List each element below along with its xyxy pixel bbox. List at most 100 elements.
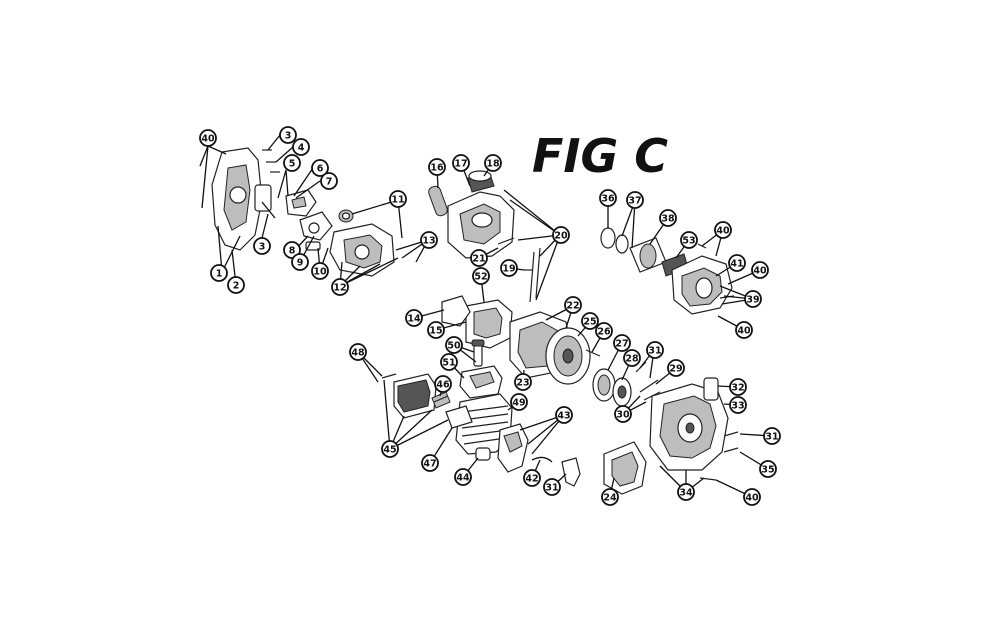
- callout-20: 20: [552, 226, 570, 244]
- parts-drawing: [211, 147, 739, 495]
- svg-text:17: 17: [454, 159, 467, 170]
- callout-30: 30: [614, 405, 632, 423]
- callout-40: 40: [735, 321, 753, 339]
- callout-23: 23: [514, 373, 532, 391]
- callout-33: 33: [729, 396, 747, 414]
- callout-31: 31: [763, 427, 781, 445]
- svg-text:34: 34: [679, 488, 693, 499]
- spring-knob: [338, 209, 354, 223]
- callout-39: 39: [744, 290, 762, 308]
- ignition-module: [497, 423, 529, 473]
- callout-29: 29: [667, 359, 685, 377]
- callout-53: 53: [680, 231, 698, 249]
- svg-text:39: 39: [746, 295, 759, 306]
- svg-text:41: 41: [730, 259, 743, 270]
- svg-text:9: 9: [297, 258, 304, 269]
- svg-text:45: 45: [383, 445, 396, 456]
- spring-clip: [561, 457, 581, 487]
- svg-text:37: 37: [628, 196, 641, 207]
- svg-text:3: 3: [259, 242, 266, 253]
- callout-40: 40: [714, 221, 732, 239]
- svg-text:15: 15: [429, 326, 442, 337]
- filter-element: [428, 185, 448, 217]
- callout-47: 47: [421, 454, 439, 472]
- svg-text:40: 40: [753, 266, 767, 277]
- callout-bubbles: 40 3 4 5 6 7 3 1 2 8 9 10 11 12 13 16 17…: [199, 126, 781, 506]
- svg-text:46: 46: [436, 380, 450, 391]
- crankcase: [465, 299, 529, 349]
- callout-37: 37: [626, 191, 644, 209]
- fuel-tank: [447, 191, 515, 259]
- svg-text:49: 49: [512, 398, 525, 409]
- svg-text:19: 19: [502, 264, 515, 275]
- svg-text:10: 10: [313, 267, 327, 278]
- svg-text:40: 40: [201, 134, 215, 145]
- callout-14: 14: [405, 309, 423, 327]
- svg-text:12: 12: [333, 283, 346, 294]
- callout-13: 13: [420, 231, 438, 249]
- callout-52: 52: [472, 267, 490, 285]
- svg-text:20: 20: [554, 231, 568, 242]
- callout-7: 7: [320, 172, 338, 190]
- svg-text:28: 28: [625, 354, 639, 365]
- callout-40: 40: [751, 261, 769, 279]
- svg-text:50: 50: [447, 341, 461, 352]
- callout-31: 31: [646, 341, 664, 359]
- callout-42: 42: [523, 469, 541, 487]
- svg-text:42: 42: [525, 474, 538, 485]
- svg-text:52: 52: [474, 272, 487, 283]
- callout-10: 10: [311, 262, 329, 280]
- callout-3: 3: [279, 126, 297, 144]
- svg-text:35: 35: [761, 465, 774, 476]
- callout-36: 36: [599, 189, 617, 207]
- callout-17: 17: [452, 154, 470, 172]
- callout-22: 22: [564, 296, 582, 314]
- ignition-boot: [475, 447, 491, 461]
- svg-text:13: 13: [422, 236, 435, 247]
- ignition-wire: [531, 456, 553, 463]
- callout-27: 27: [613, 334, 631, 352]
- callout-3: 3: [253, 237, 271, 255]
- svg-text:25: 25: [583, 317, 596, 328]
- svg-text:36: 36: [601, 194, 615, 205]
- callout-19: 19: [500, 259, 518, 277]
- starter-housing: [649, 377, 729, 471]
- callout-40: 40: [743, 488, 761, 506]
- flywheel: [545, 327, 591, 385]
- svg-text:31: 31: [648, 346, 661, 357]
- callout-21: 21: [470, 249, 488, 267]
- svg-text:3: 3: [285, 131, 292, 142]
- svg-text:26: 26: [597, 327, 611, 338]
- screw-set-top-left: [262, 149, 280, 173]
- svg-text:31: 31: [545, 483, 558, 494]
- svg-text:21: 21: [472, 254, 485, 265]
- callout-43: 43: [555, 406, 573, 424]
- callout-24: 24: [601, 488, 619, 506]
- svg-text:47: 47: [423, 459, 436, 470]
- callout-44: 44: [454, 468, 472, 486]
- callout-41: 41: [728, 254, 746, 272]
- air-box: [329, 223, 395, 277]
- svg-text:33: 33: [731, 401, 744, 412]
- callout-11: 11: [389, 190, 407, 208]
- svg-text:24: 24: [603, 493, 617, 504]
- svg-text:51: 51: [442, 358, 455, 369]
- washer: [585, 349, 601, 357]
- svg-text:40: 40: [716, 226, 730, 237]
- svg-text:22: 22: [566, 301, 579, 312]
- callout-12: 12: [331, 278, 349, 296]
- callout-1: 1: [210, 264, 228, 282]
- svg-text:5: 5: [289, 159, 296, 170]
- housing-half-left: [211, 147, 276, 251]
- callout-15: 15: [427, 321, 445, 339]
- callout-18: 18: [484, 154, 502, 172]
- callout-28: 28: [623, 349, 641, 367]
- svg-text:40: 40: [737, 326, 751, 337]
- callout-5: 5: [283, 154, 301, 172]
- clutch: [612, 377, 632, 407]
- gasket: [441, 295, 471, 327]
- callout-32: 32: [729, 378, 747, 396]
- svg-text:29: 29: [669, 364, 682, 375]
